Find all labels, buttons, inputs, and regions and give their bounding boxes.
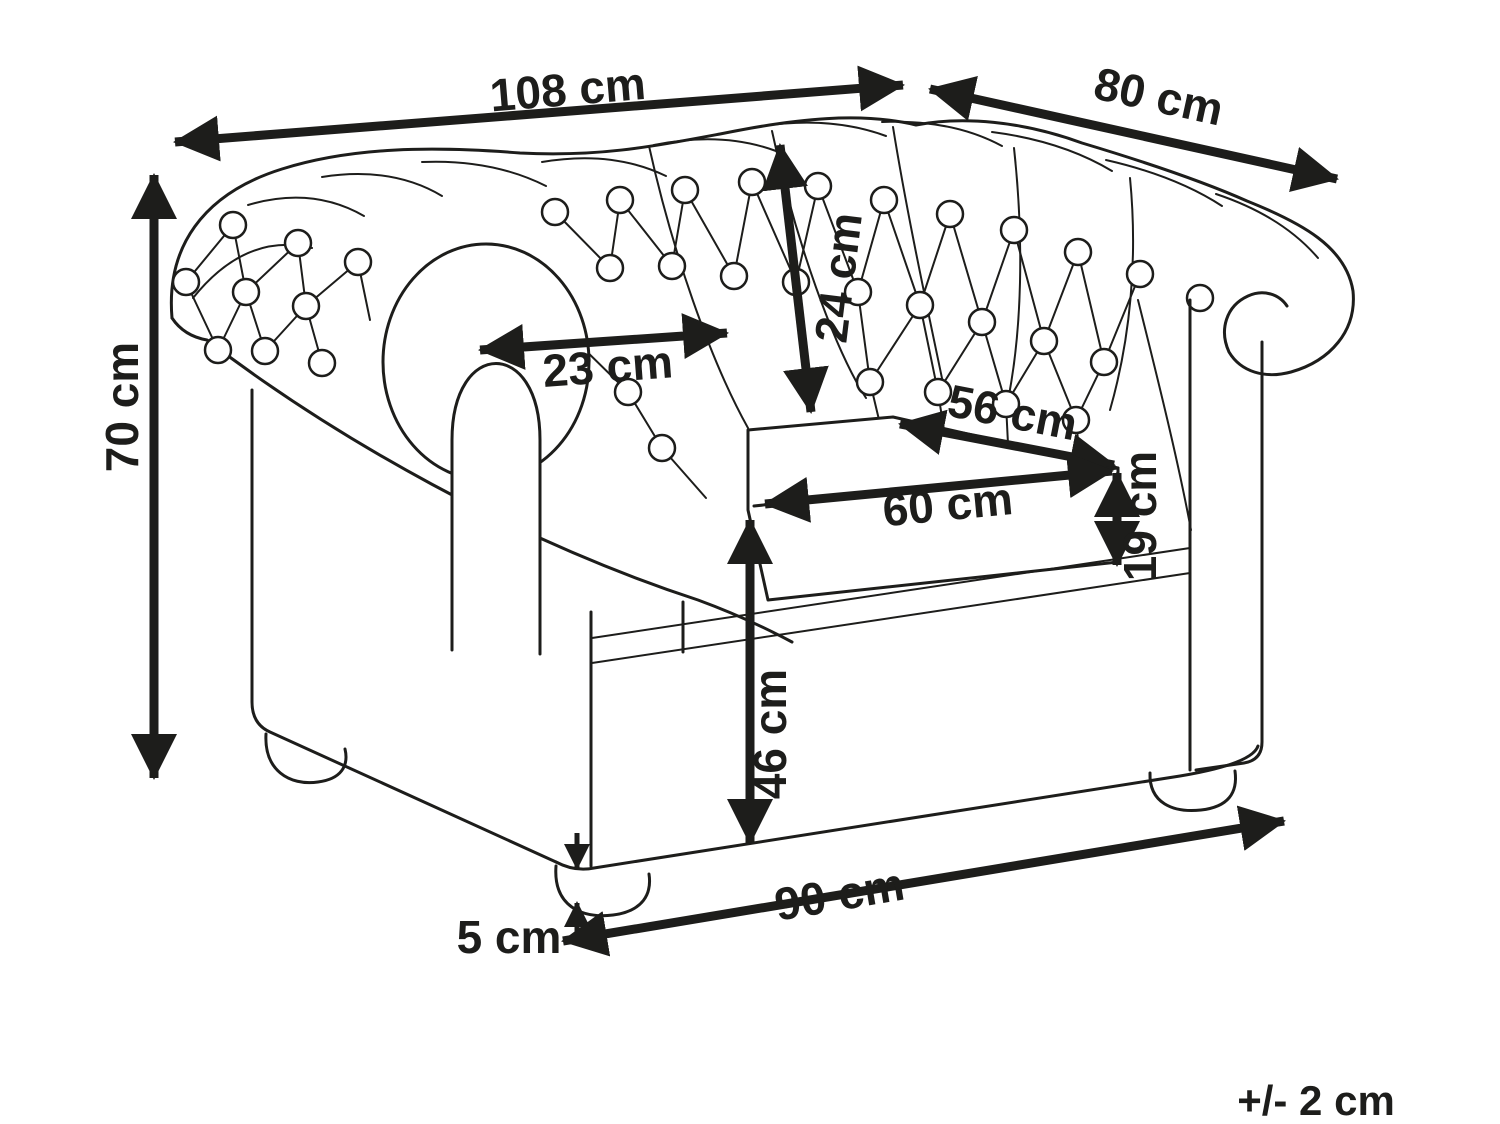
dimension-overall-depth: 80 cm [928, 57, 1339, 192]
dim-label-46cm: 46 cm [744, 669, 796, 799]
dimension-front-base-width: 90 cm [561, 805, 1286, 957]
dim-arrow-80cm [928, 76, 1339, 192]
dimension-annotations: 108 cm 80 cm 70 cm 24 cm 23 cm 56 cm 60 … [96, 57, 1395, 1124]
dimension-seat-height: 46 cm [727, 518, 796, 845]
dimension-overall-width: 108 cm [173, 57, 905, 162]
dim-label-60cm: 60 cm [880, 472, 1015, 536]
dim-label-19cm: 19 cm [1114, 451, 1166, 581]
foot-front-left [554, 864, 652, 918]
dim-arrow-60cm [763, 452, 1114, 523]
dim-label-70cm: 70 cm [96, 342, 148, 472]
foot-front-right [1148, 769, 1238, 813]
dim-arrow-108cm [173, 65, 905, 162]
upholstery-outline [169, 116, 1355, 377]
dim-label-108cm: 108 cm [488, 57, 648, 122]
foot-rear-left [264, 732, 348, 785]
right-arm-panel-right-edge [1194, 340, 1264, 772]
dimension-seat-width: 60 cm [763, 452, 1114, 536]
base-left-panel [250, 388, 558, 864]
tolerance-note: +/- 2 cm [1237, 1077, 1395, 1124]
dimension-overall-height: 70 cm [96, 173, 177, 780]
dim-arrow-23cm [478, 313, 729, 370]
dimension-armrest-width: 23 cm [478, 313, 729, 397]
seat-deck-piping [591, 547, 1191, 664]
base-front-bottom-edge [554, 744, 1260, 871]
dim-arrow-90cm [561, 805, 1286, 957]
dim-label-23cm: 23 cm [541, 335, 675, 397]
dimension-seat-cushion-thickness: 19 cm [1094, 451, 1166, 581]
dim-label-80cm: 80 cm [1090, 57, 1229, 136]
dim-label-90cm: 90 cm [771, 858, 908, 931]
dim-arrow-24cm [762, 143, 829, 414]
left-arm-scroll-inner [450, 362, 542, 656]
dimension-leg-height: 5 cm [457, 833, 590, 963]
dim-label-5cm: 5 cm [457, 911, 562, 963]
